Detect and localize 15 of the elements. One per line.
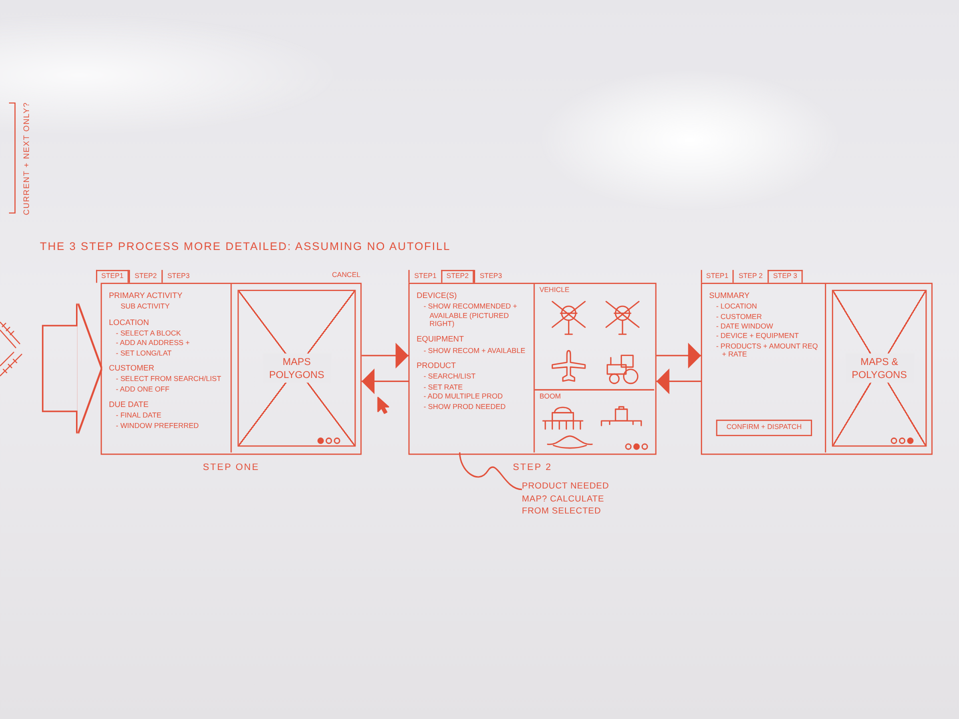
map-view [832, 290, 927, 447]
arrow [656, 368, 701, 395]
equipment-panel [534, 389, 654, 453]
diagram-title: THE 3 STEP PROCESS MORE DETAILED: ASSUMING NO AUTOFILL [40, 240, 451, 254]
arrow [656, 343, 701, 369]
leader-line [458, 452, 522, 490]
map-view [238, 290, 356, 447]
step-caption: STEP 2 [512, 462, 552, 472]
screen-frame [700, 282, 933, 455]
annotation-note: PRODUCT NEEDED MAP? CALCULATE FROM SELECTED [522, 480, 620, 518]
margin-note: CURRENT + NEXT ONLY? [22, 101, 32, 215]
arrow [362, 368, 408, 395]
arrow [362, 343, 408, 369]
step-caption: STEP ONE [202, 462, 260, 472]
block-arrow [43, 304, 101, 434]
